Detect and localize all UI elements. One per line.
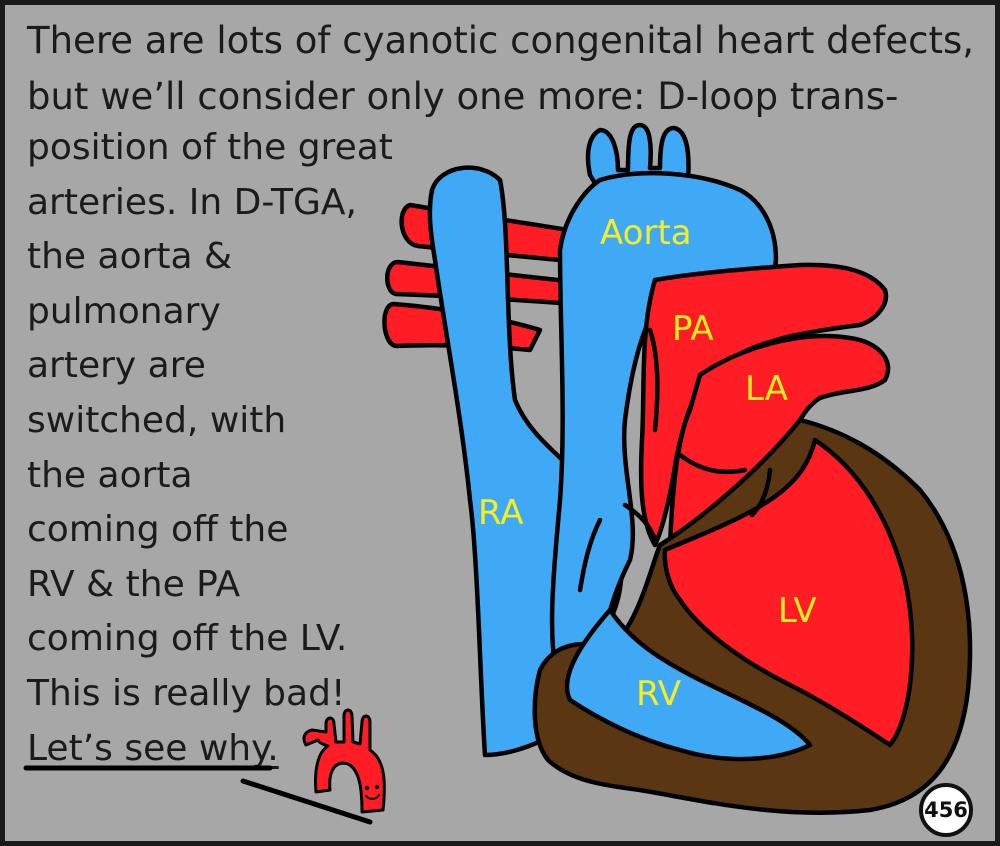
body-line-underlined: Let’s see why. [27, 727, 279, 769]
body-line: RV & the PA [27, 563, 241, 605]
label-aorta: Aorta [600, 213, 692, 253]
label-pa: PA [672, 309, 714, 349]
body-line: arteries. In D-TGA, [27, 181, 357, 223]
label-lv: LV [778, 591, 816, 631]
body-line: the aorta & [27, 236, 233, 278]
body-line: switched, with [27, 399, 287, 441]
atrium-line [677, 452, 748, 475]
body-line: position of the great [27, 127, 393, 168]
body-line: coming off the [27, 509, 289, 551]
intro-line: There are lots of cyanotic congenital he… [27, 19, 975, 62]
intro-line: but we’ll consider only one more: D-loop… [27, 75, 899, 118]
page-number-badge: 456 [919, 783, 973, 837]
aorta-mascot-icon [302, 708, 386, 814]
aorta [549, 170, 779, 693]
body-text: position of the great arteries. In D-TGA… [27, 121, 393, 776]
body-line: artery are [27, 345, 206, 387]
right-ventricle [564, 607, 813, 762]
la-inner-line [749, 467, 773, 518]
pa-inner-line [647, 327, 660, 433]
label-ra: RA [478, 493, 524, 533]
left-ventricle [662, 437, 915, 748]
heart-diagram: Aorta PA LA RA LV RV [23, 122, 973, 825]
intro-text: There are lots of cyanotic congenital he… [27, 13, 974, 125]
floor-line [240, 778, 373, 825]
valve-line [622, 502, 658, 543]
label-rv: RV [636, 674, 681, 714]
label-la: LA [745, 369, 788, 409]
body-line: This is really bad! [27, 672, 346, 714]
body-line: coming off the LV. [27, 618, 348, 660]
body-line: pulmonary [27, 290, 221, 332]
body-line: the aorta [27, 454, 193, 496]
septum-line [577, 517, 603, 593]
